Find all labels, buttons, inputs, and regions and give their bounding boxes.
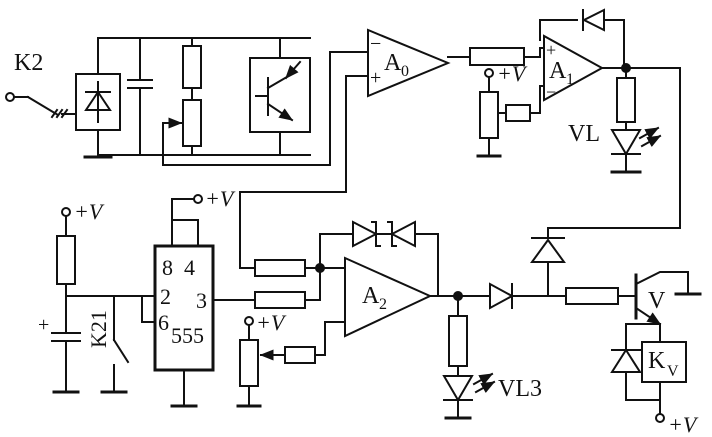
transistor-v [634,271,702,326]
phototransistor-module [249,37,311,156]
feedback-zener-a2 [319,220,439,297]
switch-k2 [26,95,77,119]
label-a0: A [384,50,402,76]
plus-v-source-left [61,207,71,237]
label-plus-v-a1: +V [497,61,528,86]
ground-555 [170,369,198,408]
label-cap-plus: + [38,314,49,336]
label-v: V [648,288,666,314]
potentiometer-input [162,99,202,166]
resistor-vl [616,67,636,131]
diode-flyback [610,323,661,401]
potentiometer-a1 [476,91,507,158]
diode-blocking [530,237,566,297]
opamp-a2 [344,256,433,338]
label-k21: K21 [86,310,111,348]
label-kv: K [648,348,666,374]
diode-series [489,282,567,310]
label-pin2: 2 [160,284,171,309]
wire-wiper-to-a0 [162,51,369,166]
label-a0-sub: 0 [401,63,409,80]
resistor-base [565,287,637,305]
plus-v-source-555 [171,194,203,247]
label-k2: K2 [14,50,43,76]
plus-v-source-a2 [244,316,254,341]
feedback-diode-a1 [539,8,625,69]
label-pin4: 4 [184,255,195,280]
label-pin6: 6 [158,310,169,335]
capacitor-timing [51,295,81,394]
label-plus-v-relay: +V [668,412,699,437]
label-a0-minus: − [370,33,381,55]
led-vl [610,126,662,174]
plus-v-source-a1 [484,68,494,93]
label-a1-minus: − [546,82,556,102]
wire-a1-to-blocking-diode [547,67,681,239]
label-vl3: VL3 [498,376,542,402]
label-vl: VL [568,121,600,147]
label-a0-plus: + [370,67,381,89]
label-a1-sub: 1 [566,71,574,88]
label-plus-v-a2: +V [256,310,287,335]
label-kv-sub: V [667,363,679,380]
opamp-a1 [543,34,605,102]
resistor-timing [56,235,76,297]
label-plus-v-555: +V [205,186,236,211]
label-555: 555 [171,323,204,348]
label-pin3: 3 [196,288,207,313]
resistor-a2-in2 [254,267,321,309]
wire-a0-plus-feed [239,75,369,269]
capacitor-filter [127,37,153,156]
led-vl3 [442,372,496,420]
resistor-a2-in1 [254,259,346,277]
relay-kv [641,323,687,401]
label-a1-plus: + [546,40,556,60]
resistor-a1-bias [505,85,545,122]
label-plus-v-left: +V [74,199,105,224]
rectifier-bridge [75,37,121,156]
label-pin8: 8 [162,255,173,280]
label-a2-sub: 2 [379,296,387,313]
wire-timing-node [65,295,156,323]
potentiometer-a2 [236,321,346,408]
plus-v-source-relay [655,399,665,423]
label-a2: A [362,283,380,309]
label-a1: A [549,58,567,84]
input-terminal [5,92,29,102]
resistor-top [182,37,202,101]
opamp-a0 [367,28,451,98]
resistor-vl3 [448,295,468,377]
wire-to-a1-minus [523,47,545,58]
switch-k21 [100,295,130,394]
